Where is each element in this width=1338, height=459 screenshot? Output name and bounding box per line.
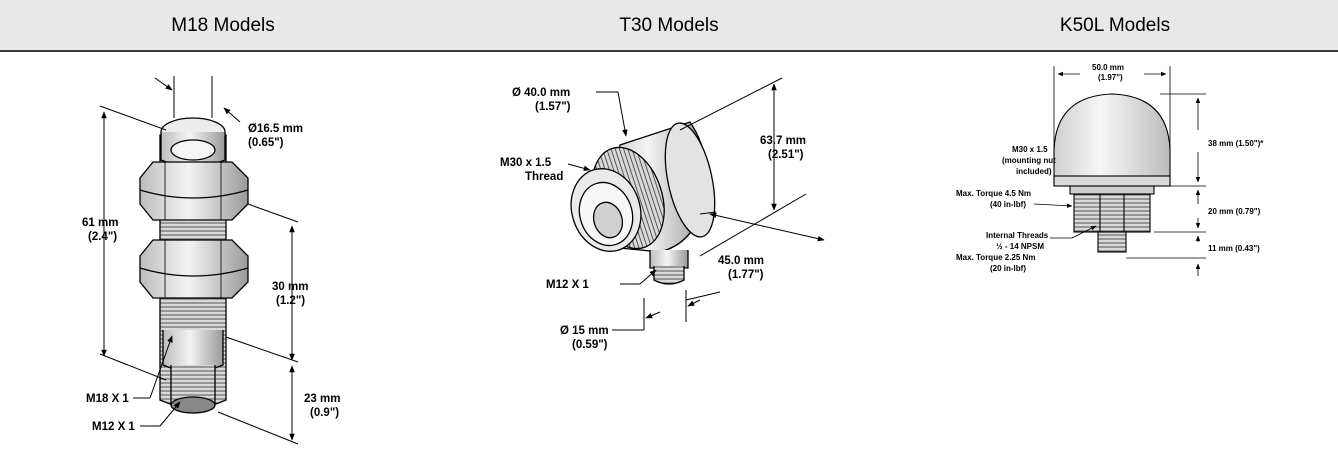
t30-depth-label: 45.0 mm <box>718 255 764 267</box>
m18-thread-spec: M18 X 1 <box>86 393 129 405</box>
k50l-width-label: 50.0 mm <box>1092 63 1124 72</box>
m18-length-inch: (2.4") <box>88 231 117 243</box>
header-band <box>0 0 1338 50</box>
t30-dimension-lines <box>567 77 825 331</box>
k50l-base-height: 20 mm (0.79") <box>1208 207 1261 216</box>
k50l-internal-threads: Internal Threads <box>986 231 1049 240</box>
m18-connector-spec: M12 X 1 <box>92 421 135 433</box>
m18-thread-length-label: 30 mm <box>272 281 308 293</box>
header-rule <box>0 50 1338 52</box>
m18-diameter-label: Ø16.5 mm <box>248 123 303 135</box>
t30-connector-spec: M12 X 1 <box>546 279 589 291</box>
k50l-mount-note-2: included) <box>1016 167 1052 176</box>
k50l-internal-spec: ½ - 14 NPSM <box>996 242 1044 251</box>
m18-connector-length-label: 23 mm <box>304 393 340 405</box>
m18-thread-length-inch: (1.2") <box>276 295 305 307</box>
t30-thread-spec: M30 x 1.5 <box>500 157 552 169</box>
m18-diameter-inch: (0.65") <box>248 137 284 149</box>
k50l-width-inch: (1.97") <box>1098 73 1123 82</box>
t30-height-inch: (2.51") <box>768 149 804 161</box>
m18-connector-length-inch: (0.9") <box>310 407 339 419</box>
t30-depth-inch: (1.77") <box>728 269 764 281</box>
t30-thread-word: Thread <box>525 171 563 183</box>
k50l-internal-torque-inch: (20 in-lbf) <box>990 264 1026 273</box>
k50l-torque-inch: (40 in-lbf) <box>990 200 1026 209</box>
t30-connector-diameter-inch: (0.59") <box>572 339 608 351</box>
t30-height-label: 63.7 mm <box>760 135 806 147</box>
m18-models-title: M18 Models <box>171 15 275 36</box>
t30-diameter-label: Ø 40.0 mm <box>512 87 570 99</box>
k50l-dome-height: 38 mm (1.50")* <box>1208 139 1264 148</box>
t30-diameter-inch: (1.57") <box>535 101 571 113</box>
k50l-dimension-lines <box>1033 66 1206 276</box>
m18-sensor-drawing <box>139 117 249 414</box>
m18-dimension-lines <box>99 76 299 445</box>
k50l-internal-torque: Max. Torque 2.25 Nm <box>956 253 1035 262</box>
k50l-mount-thread: M30 x 1.5 <box>1012 145 1048 154</box>
k50l-connector-height: 11 mm (0.43") <box>1208 244 1260 253</box>
k50l-light-drawing <box>1053 93 1171 253</box>
k50l-torque-label: Max. Torque 4.5 Nm <box>956 189 1031 198</box>
k50l-models-title: K50L Models <box>1059 15 1171 36</box>
t30-sensor-drawing <box>570 121 716 285</box>
m18-length-label: 61 mm <box>82 217 118 229</box>
t30-models-title: T30 Models <box>619 15 719 36</box>
t30-connector-diameter: Ø 15 mm <box>560 325 609 337</box>
k50l-mount-note-1: (mounting nut <box>1002 156 1056 165</box>
